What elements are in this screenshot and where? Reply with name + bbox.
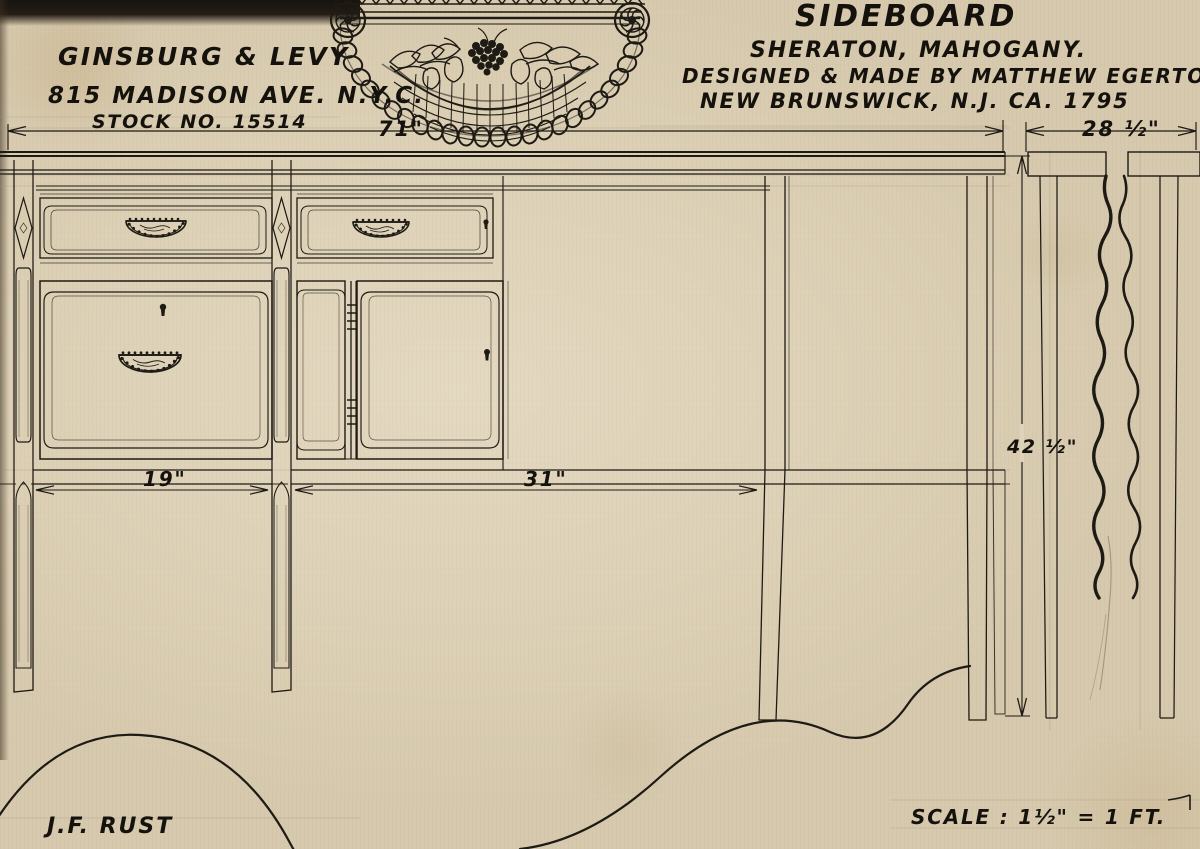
board-edge-left [0,0,9,760]
stock-number: STOCK NO. 15514 [92,111,307,133]
leg-front-left [13,478,34,693]
pencil-trace [1099,535,1112,691]
basket [381,63,599,142]
patera-right [613,1,651,39]
case-top [0,151,1005,157]
drawer-pull-left[interactable] [125,217,187,238]
door-pull-left[interactable] [118,351,182,373]
case-right-frame [502,176,1005,485]
dealer-address: 815 MADISON AVE. N.Y.C. [48,83,425,109]
fruit-heap [388,27,600,90]
keyhole-center-door[interactable] [484,349,490,361]
front-elevation [0,151,1006,721]
dimension-depth [1025,122,1197,152]
pilaster-left [13,160,34,478]
side-elevation [1027,151,1200,719]
dealer-firm: GINSBURG & LEVY [58,42,350,71]
board-edge-top [0,0,360,26]
label-center-bay: 31" [524,467,568,491]
lower-rail [33,458,503,485]
drawer-pull-right[interactable] [352,218,410,238]
frieze-rail [36,185,770,191]
label-depth: 28 ½" [1082,117,1161,141]
drawer-left[interactable] [39,193,273,264]
pilaster-center [271,160,292,478]
beaded-border [332,23,648,148]
dimension-center-bay [294,485,758,495]
dimension-overall-width [7,120,1004,152]
patera-left [329,1,367,39]
label-left-bay: 19" [143,467,187,491]
inlaid-fruit-basket-fan [329,0,651,148]
section-break-line [1092,174,1142,600]
keyhole-right-drawer[interactable] [483,219,489,229]
label-height: 42 ½" [1006,436,1078,458]
drawing-title: SIDEBOARD [795,0,1017,34]
drawing-origin: NEW BRUNSWICK, N.J. CA. 1795 [700,89,1130,113]
leg-front-right-outer [966,176,1006,721]
dimension-height [1005,155,1030,717]
draftsman-signature: J.F. RUST [43,814,173,839]
dimension-left-bay [35,485,269,495]
label-overall-width: 71" [378,117,424,141]
scale-note: SCALE : 1½" = 1 FT. [911,805,1166,829]
drawing-style: SHERATON, MAHOGANY. [750,38,1087,63]
keyhole-left-door[interactable] [159,303,167,316]
drawing-maker: DESIGNED & MADE BY MATTHEW EGERTON [682,64,1200,88]
drawer-right[interactable] [296,193,494,264]
leg-front-center [271,478,292,693]
apron-arch-curves [0,664,1191,849]
